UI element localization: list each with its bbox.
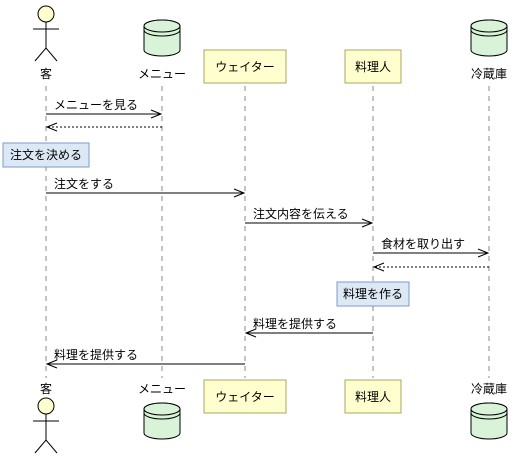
bottom-fridge-database-rim [470, 408, 508, 420]
bottom-customer-actor-head-icon [37, 397, 55, 415]
participant-label-bottom-menu: メニュー [138, 382, 186, 396]
participant-label-bottom-fridge: 冷蔵庫 [471, 382, 507, 396]
arrowhead-icon-3 [233, 188, 246, 198]
arrowhead-icon-6 [372, 262, 385, 272]
arrowhead-icon-8 [244, 328, 257, 338]
note-text-2: 注文を決める [10, 147, 82, 162]
message-label-9: 料理を提供する [54, 347, 138, 362]
top-customer-actor-head-icon [37, 5, 55, 23]
message-label-3: 注文をする [54, 176, 114, 191]
participant-label-bottom-waiter: ウェイター [215, 390, 275, 404]
message-label-4: 注文内容を伝える [253, 206, 349, 221]
arrowhead-icon-5 [477, 248, 490, 258]
participant-label-bottom-cook: 料理人 [355, 390, 391, 404]
participant-box-top-waiter [203, 49, 287, 84]
top-customer-actor-legs [34, 47, 58, 62]
arrowhead-icon-1 [45, 122, 58, 132]
participant-label-top-menu: メニュー [138, 67, 186, 81]
message-label-8: 料理を提供する [253, 316, 337, 331]
top-fridge-database-rim [470, 25, 508, 37]
participant-label-top-customer: 客 [40, 66, 52, 81]
message-label-5: 食材を取り出す [381, 236, 465, 251]
participant-label-top-cook: 料理人 [355, 60, 391, 74]
bottom-menu-database-rim [143, 408, 181, 420]
participant-box-top-cook [344, 49, 402, 84]
note-text-7: 料理を作る [343, 287, 403, 301]
participant-label-top-waiter: ウェイター [215, 60, 275, 74]
participant-box-bottom-waiter [203, 379, 287, 414]
participant-label-top-fridge: 冷蔵庫 [471, 67, 507, 81]
bottom-customer-actor-legs [34, 439, 58, 454]
message-label-0: メニューを見る [54, 98, 138, 112]
participant-box-bottom-cook [344, 379, 402, 414]
arrowhead-icon-4 [361, 218, 374, 228]
participant-label-bottom-customer: 客 [40, 381, 52, 396]
arrowhead-icon-0 [150, 109, 163, 119]
top-menu-database-rim [143, 25, 181, 37]
arrowhead-icon-9 [45, 359, 58, 369]
note-box-2 [2, 142, 90, 168]
note-box-7 [336, 281, 410, 307]
